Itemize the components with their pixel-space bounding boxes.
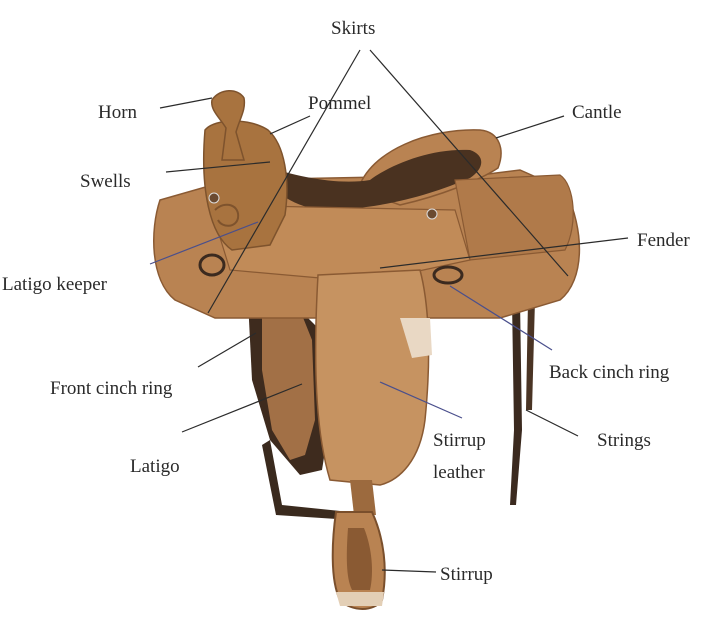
concho-front <box>209 193 219 203</box>
strings-leader <box>526 410 578 436</box>
label-skirts: Skirts <box>331 18 375 39</box>
fork-swells <box>204 121 287 250</box>
label-latigo: Latigo <box>130 456 180 477</box>
label-back-cinch-ring: Back cinch ring <box>549 362 670 383</box>
stirrup-leather-shape <box>316 270 429 485</box>
front-cinch-ring-leader <box>198 333 256 367</box>
label-front-cinch-ring: Front cinch ring <box>50 378 173 399</box>
label-horn: Horn <box>98 102 138 123</box>
horn-leader <box>160 98 212 108</box>
label-stirrup-leather-2: leather <box>433 462 485 483</box>
stirrup-strap <box>350 480 376 515</box>
stirrup-leader <box>382 570 436 572</box>
label-pommel: Pommel <box>308 93 371 114</box>
label-cantle: Cantle <box>572 102 622 123</box>
label-swells: Swells <box>80 171 131 192</box>
label-stirrup: Stirrup <box>440 564 493 585</box>
concho-back <box>427 209 437 219</box>
stirrup-tread <box>336 592 384 606</box>
label-strings: Strings <box>597 430 651 451</box>
pommel-leader <box>270 116 310 134</box>
label-stirrup-leather-1: Stirrup <box>433 430 486 451</box>
label-latigo-keeper: Latigo keeper <box>2 274 108 295</box>
saddle-illustration <box>154 91 580 609</box>
label-fender: Fender <box>637 230 690 251</box>
cantle-leader <box>496 116 564 138</box>
